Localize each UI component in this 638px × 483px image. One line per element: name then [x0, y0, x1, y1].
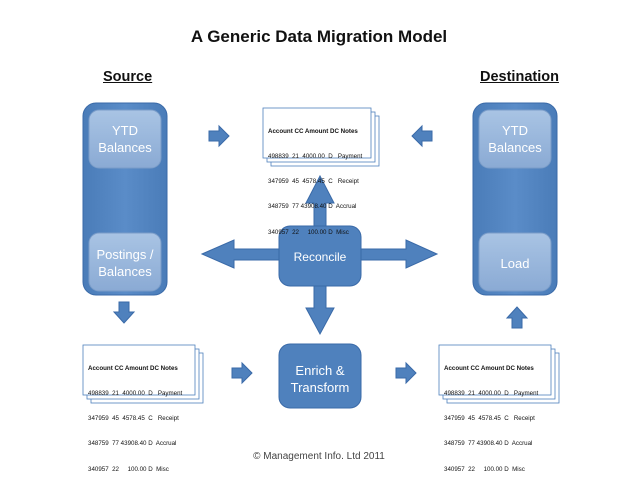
- source-ytd-label: YTD Balances: [98, 123, 152, 155]
- document-stack-bottom-left: [82, 344, 204, 404]
- document-stack-top: [262, 107, 380, 167]
- arrow-right-icon: [360, 239, 439, 269]
- document-row: 340957 22 100.00 D Misc: [444, 465, 525, 473]
- source-postings-label: Postings / Balances: [96, 247, 154, 279]
- document-row: 348759 77 43908.40 D Accrual: [88, 440, 177, 448]
- document-row: 340957 22 100.00 D Misc: [268, 228, 349, 236]
- document-header: Account CC Amount DC Notes: [444, 364, 534, 372]
- source-heading: Source: [103, 69, 153, 85]
- arrow-down-icon: [305, 285, 335, 336]
- document-bottom-right-text: Account CC Amount DC Notes 498839 21 400…: [444, 348, 538, 483]
- arrow-right-small-icon: [231, 361, 253, 385]
- document-row: 348759 77 43908.40 D Accrual: [444, 440, 533, 448]
- document-bottom-left-text: Account CC Amount DC Notes 498839 21 400…: [88, 348, 182, 483]
- copyright-footer: © Management Info. Ltd 2011: [253, 451, 385, 462]
- destination-ytd-box: [478, 109, 552, 169]
- document-row: 498839 21 4000.00 D Payment: [88, 390, 183, 398]
- document-row: 498839 21 4000.00 D Payment: [268, 153, 363, 161]
- arrow-right-small-icon: [208, 124, 230, 148]
- arrow-left-icon: [200, 239, 280, 269]
- arrow-up-icon: [305, 174, 335, 227]
- document-row: 348759 77 43908.40 D Accrual: [268, 203, 357, 211]
- enrich-transform-label: Enrich & Transform: [290, 363, 350, 395]
- reconcile-label: Reconcile: [293, 250, 347, 264]
- document-row: 498839 21 4000.00 D Payment: [444, 390, 539, 398]
- diagram-title: A Generic Data Migration Model: [190, 27, 448, 46]
- source-postings-box: [88, 232, 162, 292]
- destination-ytd-label: YTD Balances: [488, 123, 542, 155]
- arrow-down-small-icon: [112, 301, 136, 324]
- destination-heading: Destination: [480, 69, 559, 85]
- arrow-right-small-icon: [395, 361, 417, 385]
- document-row: 340957 22 100.00 D Misc: [88, 465, 169, 473]
- document-top-text: Account CC Amount DC Notes 498839 21 400…: [268, 111, 362, 246]
- document-header: Account CC Amount DC Notes: [88, 364, 178, 372]
- arrow-up-small-icon: [505, 306, 529, 329]
- document-row: 347959 45 4578.45 C Receipt: [88, 415, 179, 423]
- document-header: Account CC Amount DC Notes: [268, 127, 358, 135]
- document-stack-bottom-right: [438, 344, 560, 404]
- source-ytd-box: [88, 109, 162, 169]
- enrich-transform-box: [278, 343, 362, 409]
- destination-load-box: [478, 232, 552, 292]
- destination-load-label: Load: [500, 256, 530, 271]
- document-row: 347959 45 4578.45 C Receipt: [444, 415, 535, 423]
- arrow-left-small-icon: [411, 124, 433, 148]
- document-row: 347959 45 4578.45 C Receipt: [268, 178, 359, 186]
